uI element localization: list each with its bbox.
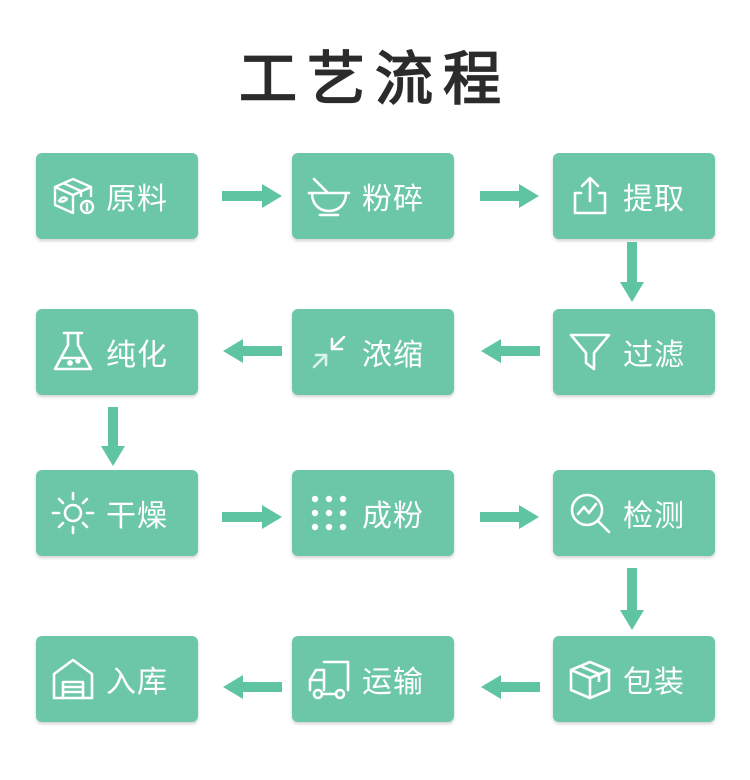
- step-packaging: 包装: [553, 636, 715, 722]
- step-label: 过滤: [623, 338, 685, 373]
- funnel-filter-icon: [567, 329, 613, 375]
- magnifier-chart-icon: [567, 490, 613, 536]
- upload-tray-icon: [567, 173, 613, 219]
- step-purification: 纯化: [36, 309, 198, 395]
- step-label: 包装: [623, 665, 685, 700]
- arrow-right: [480, 505, 539, 529]
- step-inspection: 检测: [553, 470, 715, 556]
- arrow-right: [222, 184, 282, 208]
- package-box-icon: [567, 656, 613, 702]
- arrow-left: [481, 339, 540, 363]
- arrow-left: [481, 675, 540, 699]
- sun-icon: [50, 490, 96, 536]
- step-label: 干燥: [106, 499, 168, 534]
- arrow-left: [223, 339, 282, 363]
- step-label: 粉碎: [362, 182, 424, 217]
- arrow-right: [480, 184, 539, 208]
- arrow-down: [620, 568, 644, 630]
- step-label: 纯化: [106, 338, 168, 373]
- arrow-down: [620, 242, 644, 302]
- step-label: 提取: [623, 182, 685, 217]
- compress-arrows-icon: [306, 329, 352, 375]
- arrow-right: [222, 505, 282, 529]
- step-drying: 干燥: [36, 470, 198, 556]
- step-raw-material: 原料: [36, 153, 198, 239]
- raw-material-box-icon: [50, 173, 96, 219]
- step-filtration: 过滤: [553, 309, 715, 395]
- step-powdering: 成粉: [292, 470, 454, 556]
- step-label: 原料: [106, 182, 168, 217]
- warehouse-icon: [50, 656, 96, 702]
- step-concentration: 浓缩: [292, 309, 454, 395]
- mortar-bowl-icon: [306, 173, 352, 219]
- step-warehousing: 入库: [36, 636, 198, 722]
- step-label: 入库: [106, 665, 168, 700]
- arrow-down: [101, 407, 125, 466]
- step-label: 浓缩: [362, 338, 424, 373]
- step-label: 运输: [362, 665, 424, 700]
- page-title: 工艺流程: [238, 45, 511, 113]
- step-label: 检测: [623, 499, 685, 534]
- step-label: 成粉: [362, 499, 424, 534]
- step-transport: 运输: [292, 636, 454, 722]
- dots-grid-icon: [306, 490, 352, 536]
- arrow-left: [223, 675, 282, 699]
- step-extraction: 提取: [553, 153, 715, 239]
- delivery-truck-icon: [306, 656, 352, 702]
- step-grinding: 粉碎: [292, 153, 454, 239]
- flask-icon: [50, 329, 96, 375]
